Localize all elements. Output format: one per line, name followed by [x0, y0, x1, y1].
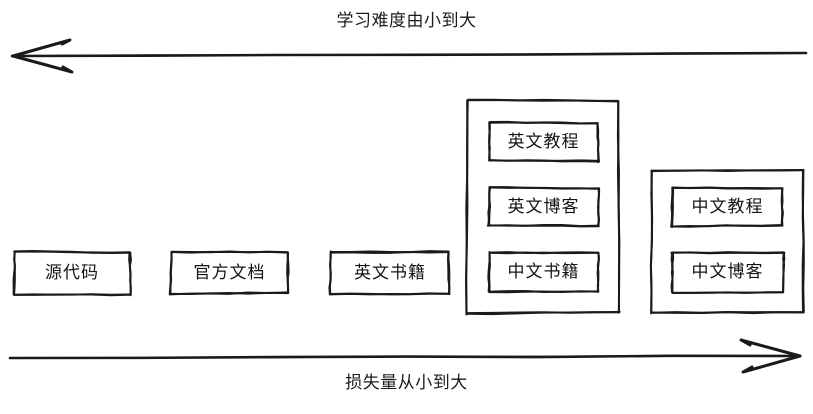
group-mixed-edge	[616, 100, 621, 314]
group-0-item-0-label: 英文教程	[507, 131, 580, 152]
group-chinese-edge	[650, 169, 805, 173]
group-chinese-edge	[650, 311, 805, 314]
group-1-item-0[interactable]: 中文教程	[672, 188, 783, 226]
node-box-0-label: 源代码	[45, 262, 99, 283]
group-0-item-1-edge	[597, 187, 601, 227]
group-1-item-1-edge	[782, 251, 786, 294]
group-0-item-1[interactable]: 英文博客	[489, 188, 598, 226]
bottom-axis-line	[9, 355, 801, 359]
group-chinese-edge	[650, 169, 805, 172]
top-axis-arrowhead	[11, 54, 74, 74]
top-axis-line	[10, 51, 808, 58]
bottom-axis-arrowhead	[739, 338, 802, 358]
node-box-0[interactable]: 源代码	[14, 252, 130, 294]
group-chinese-edge	[649, 169, 654, 315]
node-box-2[interactable]: 英文书籍	[331, 252, 449, 294]
group-chinese-edge	[801, 168, 805, 313]
group-0-item-1-edge	[597, 187, 600, 227]
group-1-item-1[interactable]: 中文博客	[672, 253, 783, 292]
top-axis-arrowhead	[11, 38, 72, 58]
group-1-item-1-edge	[671, 291, 785, 294]
group-mixed-edge	[465, 311, 621, 316]
group-0-item-0[interactable]: 英文教程	[489, 123, 598, 161]
group-chinese-edge	[650, 311, 805, 315]
group-mixed-edge	[616, 100, 621, 314]
group-mixed-edge	[465, 99, 469, 316]
group-chinese-edge	[801, 169, 805, 314]
bottom-axis-label: 损失量从小到大	[345, 373, 468, 393]
node-box-2-label: 英文书籍	[354, 262, 426, 283]
bottom-axis-arrowhead	[741, 354, 802, 374]
group-1-item-1-edge	[782, 251, 786, 293]
node-box-1[interactable]: 官方文档	[171, 252, 288, 294]
group-0-item-2[interactable]: 中文书籍	[489, 253, 598, 292]
top-axis-line	[11, 52, 807, 57]
bottom-axis-line	[8, 354, 802, 360]
group-0-item-1-label: 英文博客	[507, 196, 580, 217]
group-chinese-edge	[649, 170, 653, 314]
group-1-item-1-label: 中文博客	[691, 262, 764, 282]
group-1-item-1-edge	[671, 291, 784, 294]
group-mixed-edge	[465, 99, 469, 315]
node-box-0-edge	[13, 293, 132, 296]
group-0-item-2-label: 中文书籍	[507, 262, 580, 282]
group-mixed-edge	[466, 98, 620, 102]
node-box-0-edge	[13, 293, 132, 297]
group-1-item-0-label: 中文教程	[691, 196, 764, 217]
group-mixed-edge	[466, 310, 621, 315]
top-axis-label: 学习难度由小到大	[336, 11, 477, 31]
node-box-1-label: 官方文档	[193, 262, 266, 283]
group-mixed-edge	[466, 98, 620, 103]
